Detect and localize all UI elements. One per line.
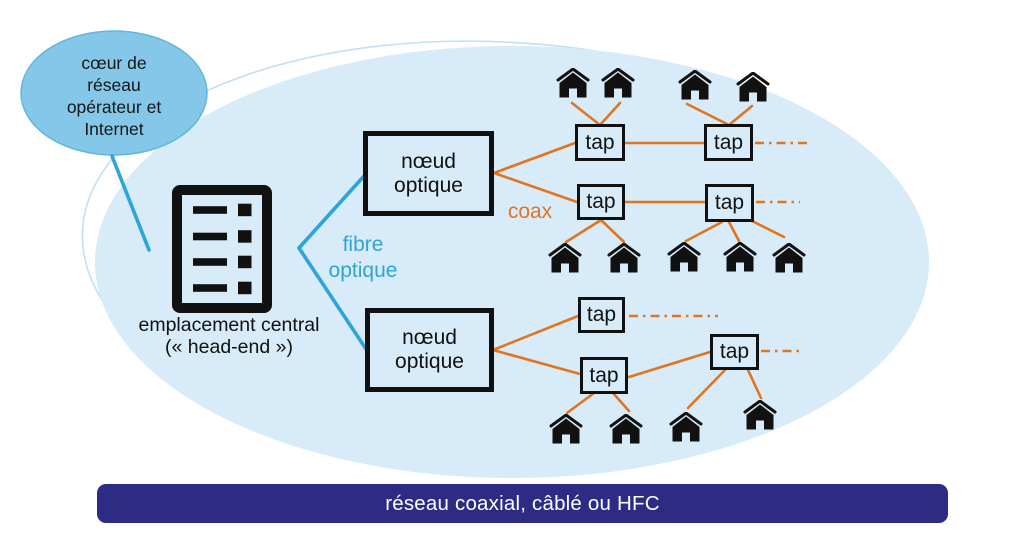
- fibre-optique-label: fibre optique: [313, 232, 413, 284]
- fibre-label-line2: optique: [328, 259, 398, 282]
- house-icon: [736, 72, 770, 105]
- house-icon: [667, 242, 701, 275]
- core-network-label-line: cœur de: [81, 53, 147, 73]
- house-icon: [609, 414, 643, 447]
- core-network-bubble: [20, 30, 208, 156]
- house-icon: [549, 414, 583, 447]
- optical-node-label-line1: nœud: [401, 149, 456, 173]
- server-rack-icon: [172, 185, 272, 313]
- core-network-label-line: réseau: [87, 75, 141, 95]
- tap-box: tap: [704, 124, 753, 161]
- coax-label: coax: [507, 200, 553, 223]
- core-network-label-line: opérateur et: [66, 97, 162, 117]
- coax-network-banner: réseau coaxial, câblé ou HFC: [97, 484, 948, 523]
- house-icon: [669, 412, 703, 445]
- house-icon: [556, 68, 590, 101]
- coax-links: [491, 101, 808, 415]
- tap-box: tap: [575, 124, 625, 161]
- optical-node-box-upper: nœud optique: [363, 131, 494, 216]
- house-icon: [601, 68, 635, 101]
- tap-box: tap: [580, 357, 628, 394]
- head-end-label-line2: (« head-end »): [165, 335, 293, 358]
- tap-box: tap: [710, 334, 759, 370]
- house-icon: [607, 243, 641, 276]
- fibre-links: [110, 154, 368, 351]
- tap-box: tap: [705, 184, 754, 222]
- tap-box: tap: [577, 184, 625, 220]
- head-end-label-line1: emplacement central: [138, 314, 320, 336]
- optical-node-label-line1: nœud: [402, 326, 457, 349]
- house-icon: [723, 242, 757, 275]
- head-end-label: emplacement central (« head-end »): [109, 314, 349, 358]
- optical-node-label-line2: optique: [394, 173, 463, 197]
- house-icon: [772, 243, 806, 276]
- optical-node-box-lower: nœud optique: [365, 308, 494, 392]
- house-icon: [678, 70, 712, 103]
- core-network-label: cœur de réseau opérateur et Internet: [33, 52, 195, 140]
- optical-node-label-line2: optique: [395, 350, 464, 373]
- tap-box: tap: [578, 297, 625, 333]
- fibre-label-line1: fibre: [342, 233, 384, 256]
- core-network-label-line: Internet: [84, 119, 144, 139]
- house-icon: [743, 400, 777, 433]
- house-icon: [548, 243, 582, 276]
